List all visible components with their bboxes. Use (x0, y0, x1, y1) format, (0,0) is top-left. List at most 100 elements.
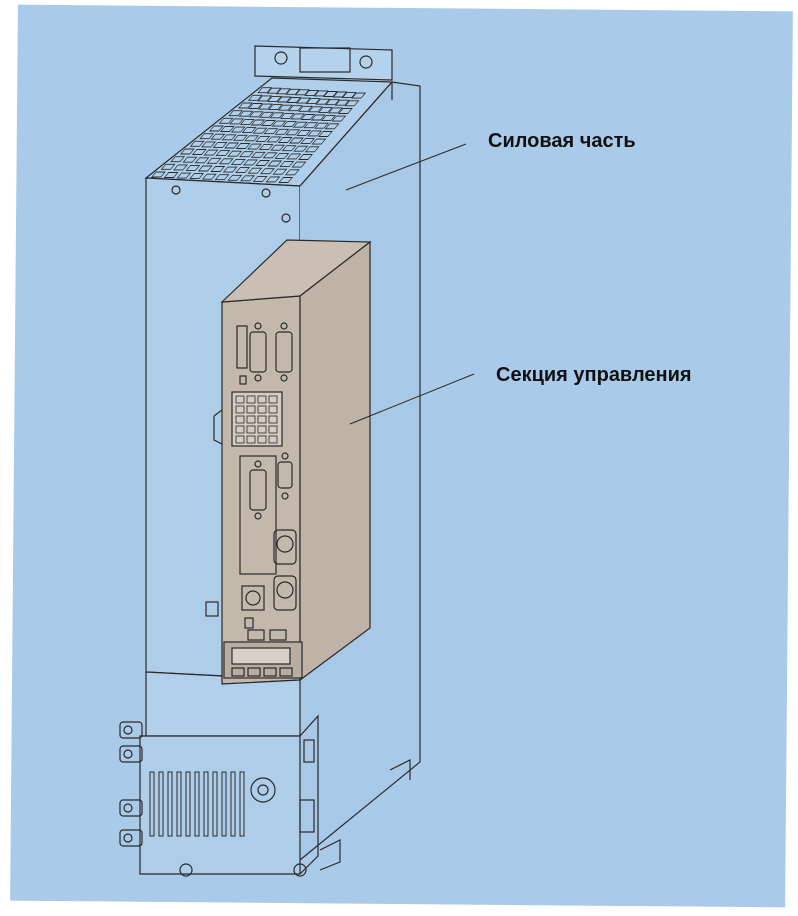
top-vent-grid (150, 87, 367, 183)
vent-slot (286, 97, 302, 103)
leader-line-control (349, 373, 475, 425)
bottom-terminal-section (119, 671, 411, 877)
terminal-pin (246, 425, 256, 434)
vent-slot (290, 113, 306, 120)
vent-slot (201, 173, 217, 180)
vent-slot (341, 92, 357, 99)
vent-slot (203, 149, 219, 156)
led-strip (236, 325, 248, 369)
vent-slot (243, 159, 258, 166)
terminal-pin (235, 405, 245, 414)
vent-slot (189, 140, 205, 147)
terminal-pin (246, 415, 256, 424)
cooling-slot (203, 771, 209, 837)
vent-slot (221, 134, 237, 141)
vent-slot (214, 174, 230, 181)
vent-slot (260, 168, 275, 175)
vent-slot (194, 157, 210, 164)
vent-slot (286, 153, 302, 160)
vent-slot (334, 99, 350, 106)
vent-slot (269, 112, 285, 119)
vent-slot (248, 111, 264, 118)
vent-slot (247, 94, 263, 101)
label-control-section: Секция управления (496, 364, 692, 386)
vent-slot (179, 148, 195, 155)
vent-slot (285, 88, 301, 95)
vent-slot (237, 102, 253, 109)
vent-slot (212, 141, 228, 148)
vent-slot (270, 144, 286, 151)
vent-slot (182, 156, 198, 163)
vent-slot (282, 121, 298, 128)
vent-slot (199, 133, 215, 140)
vent-slot (278, 177, 294, 183)
terminal-pin (246, 395, 256, 404)
vent-slot (252, 127, 268, 134)
reset-button (241, 585, 265, 611)
sub-d-connector-3 (249, 469, 267, 511)
vent-slot (201, 141, 217, 148)
vent-slot (150, 171, 166, 178)
vent-slot (238, 110, 254, 117)
vent-slot (257, 95, 273, 102)
vent-slot (239, 118, 255, 125)
terminal-pin (268, 435, 278, 444)
terminal-pin (235, 425, 245, 434)
vent-slot (266, 136, 282, 143)
vent-slot (259, 111, 275, 118)
vent-slot (311, 138, 327, 145)
label-power-section: Силовая часть (488, 130, 636, 152)
vent-slot (255, 135, 271, 142)
leader-line-power (345, 143, 467, 191)
vent-slot (279, 112, 295, 119)
terminal-lug (119, 745, 143, 763)
vent-slot (252, 175, 268, 182)
sub-d-connector-4 (277, 461, 293, 489)
vent-slot (300, 114, 316, 120)
vent-slot (230, 158, 246, 165)
vent-slot (281, 145, 297, 152)
sub-d-connector-2 (275, 331, 293, 373)
small-clip (205, 601, 219, 617)
vent-slot (266, 87, 282, 94)
vent-slot (331, 115, 347, 122)
vent-slot (163, 172, 179, 178)
vent-slot (305, 98, 321, 105)
vent-slot (247, 143, 262, 150)
vent-slot (241, 127, 257, 134)
vent-slot (276, 88, 291, 95)
vent-slot (351, 92, 367, 99)
vent-slot (229, 118, 245, 125)
vent-slot (227, 174, 243, 181)
vent-slot (189, 173, 205, 180)
terminal-lug (119, 799, 143, 817)
terminal-pin (257, 395, 267, 404)
vent-slot (230, 126, 246, 133)
vent-slot (314, 122, 329, 129)
vent-slot (285, 129, 301, 136)
terminal-pin (246, 405, 256, 414)
vent-slot (160, 163, 176, 170)
vent-slot (267, 160, 283, 167)
vent-slot (277, 137, 293, 143)
vent-slot (218, 117, 234, 124)
vent-slot (298, 154, 313, 160)
vent-slot (315, 98, 331, 105)
vent-slot (239, 151, 254, 158)
lug-hole (123, 749, 133, 759)
vent-slot (240, 175, 255, 182)
vent-slot (274, 152, 290, 159)
vent-slot (323, 91, 338, 97)
vent-slot (310, 114, 326, 121)
cooling-slot (167, 771, 173, 837)
vent-slot (296, 129, 312, 136)
cooling-slot (194, 771, 200, 837)
vent-slot (257, 87, 273, 94)
vent-slot (313, 90, 329, 97)
vent-slot (228, 110, 244, 117)
vent-slot (289, 137, 304, 144)
cooling-slot (230, 771, 236, 837)
vent-slot (219, 126, 235, 132)
